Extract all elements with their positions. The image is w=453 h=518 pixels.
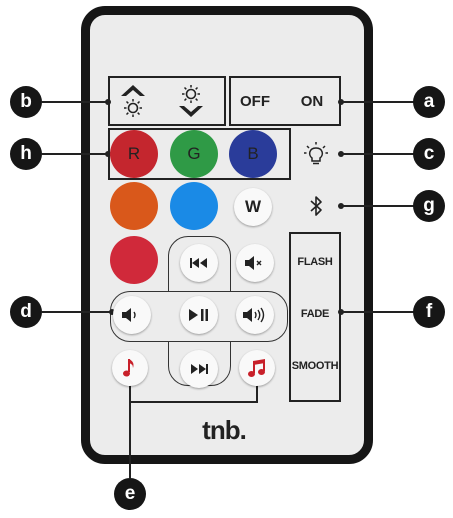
red-button[interactable]: R <box>110 130 158 178</box>
callout-d: d <box>10 296 42 328</box>
mute-icon <box>245 256 262 270</box>
off-button[interactable]: OFF <box>240 92 270 110</box>
callout-a: a <box>413 86 445 118</box>
flash-button[interactable]: FLASH <box>297 256 333 268</box>
frame-modes <box>289 232 341 402</box>
previous-icon <box>190 258 207 268</box>
mute-button[interactable] <box>236 244 274 282</box>
brand-logo: tnb. <box>202 415 247 445</box>
callout-f: f <box>413 296 445 328</box>
bulb-button[interactable] <box>298 136 334 172</box>
play-pause-icon <box>189 309 208 321</box>
music-mode-1-button[interactable] <box>112 350 148 386</box>
crimson-button[interactable] <box>110 236 158 284</box>
orange-button[interactable] <box>110 182 158 230</box>
bulb-icon <box>304 142 328 165</box>
callout-c: c <box>413 138 445 170</box>
music-notes-icon <box>248 359 265 377</box>
white-button[interactable]: W <box>234 188 272 226</box>
previous-button[interactable] <box>180 244 218 282</box>
blue-button[interactable]: B <box>229 130 277 178</box>
brightness-up-button[interactable] <box>114 80 152 122</box>
brightness-up-icon <box>121 85 145 117</box>
brightness-down-button[interactable] <box>172 80 210 122</box>
bluetooth-button[interactable] <box>300 190 332 222</box>
smooth-button[interactable]: SMOOTH <box>291 360 339 372</box>
play-pause-button[interactable] <box>180 296 218 334</box>
callout-h: h <box>10 138 42 170</box>
next-icon <box>191 364 208 374</box>
volume-down-icon <box>122 308 136 322</box>
volume-down-button[interactable] <box>113 296 151 334</box>
volume-up-icon <box>243 307 265 323</box>
fade-button[interactable]: FADE <box>300 308 330 320</box>
green-button[interactable]: G <box>170 130 218 178</box>
callout-b: b <box>10 86 42 118</box>
light-blue-button[interactable] <box>170 182 218 230</box>
music-mode-2-button[interactable] <box>239 350 275 386</box>
on-button[interactable]: ON <box>300 92 324 110</box>
next-button[interactable] <box>180 350 218 388</box>
volume-up-button[interactable] <box>236 296 274 334</box>
callout-e: e <box>114 478 146 510</box>
callout-g: g <box>413 190 445 222</box>
brightness-down-icon <box>179 85 203 117</box>
bluetooth-icon <box>310 196 322 216</box>
music-note-icon <box>123 359 134 377</box>
